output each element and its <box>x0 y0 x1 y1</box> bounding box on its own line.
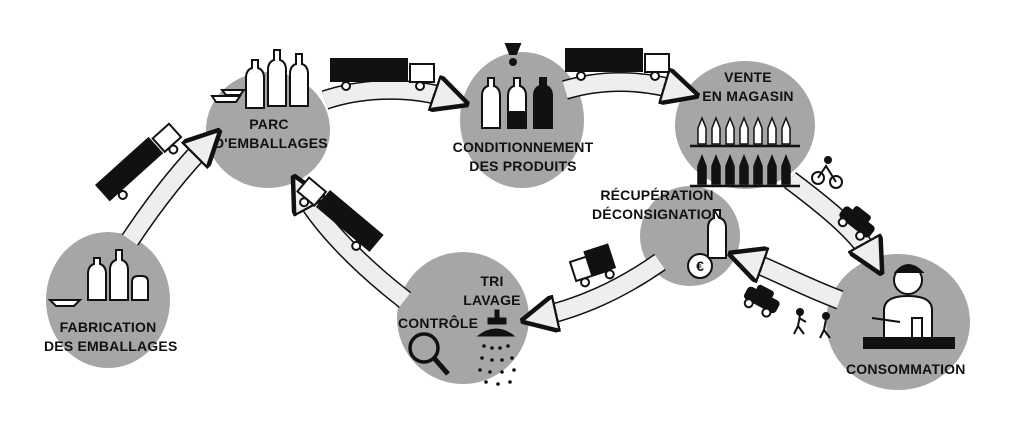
station-tri-blob <box>397 252 529 384</box>
station-tri-label: TRI LAVAGE <box>462 272 522 310</box>
truck-icon <box>565 48 670 81</box>
station-controle-label: CONTRÔLE <box>398 314 479 333</box>
small-truck-icon <box>568 243 617 288</box>
truck-icon <box>296 176 384 252</box>
station-label-line: DÉCONSIGNATION <box>592 206 723 222</box>
arrow-fabrication-to-parc <box>121 140 210 246</box>
arrow-conditionnement-to-vente <box>562 82 685 92</box>
arrow-recuperation-to-tri <box>535 253 666 318</box>
bottles-icon <box>47 249 149 307</box>
station-conditionnement-label: CONDITIONNEMENT DES PRODUITS <box>448 138 598 176</box>
station-consommation-label: CONSOMMATION <box>846 360 966 379</box>
bottles-icon <box>481 43 553 129</box>
station-label-line: TRI <box>480 273 504 289</box>
truck-icon <box>330 58 435 91</box>
station-label-line: FABRICATION <box>59 319 157 335</box>
pedestrian-icon <box>793 308 831 339</box>
car-icon <box>837 206 875 241</box>
station-label-line: EN MAGASIN <box>702 88 794 104</box>
station-label-line: VENTE <box>724 69 772 85</box>
station-label-line: CONTRÔLE <box>398 315 479 331</box>
bottle-icon <box>707 209 727 259</box>
station-fabrication-blob <box>46 232 170 368</box>
station-label-line: PARC <box>249 116 289 132</box>
station-label-line: RÉCUPÉRATION <box>600 187 714 203</box>
arrow-consommation-to-recuperation <box>742 258 844 310</box>
truck-icon <box>95 122 183 202</box>
station-label-line: D'EMBALLAGES <box>214 135 328 151</box>
arrow-parc-to-conditionnement <box>321 90 455 100</box>
euro-coin-icon: € <box>687 253 713 279</box>
station-fabrication-label: FABRICATION DES EMBALLAGES <box>44 318 178 356</box>
cyclist-icon <box>811 156 843 189</box>
station-vente-label: VENTE EN MAGASIN <box>698 68 798 106</box>
bottles-icon <box>210 49 309 109</box>
station-label-line: DES PRODUITS <box>469 158 577 174</box>
shower-icon <box>476 309 516 386</box>
station-label-line: LAVAGE <box>463 292 521 308</box>
station-parc-label: PARC D'EMBALLAGES <box>214 115 328 153</box>
euro-symbol: € <box>696 258 704 274</box>
magnifier-icon <box>408 332 450 376</box>
station-label-line: CONDITIONNEMENT <box>452 139 594 155</box>
person-drinking-icon <box>863 264 955 349</box>
car-icon <box>743 284 780 318</box>
station-label-line: DES EMBALLAGES <box>44 338 178 354</box>
shelves-icon <box>690 115 800 188</box>
station-recuperation-label: RÉCUPÉRATION DÉCONSIGNATION <box>592 186 722 224</box>
station-label-line: CONSOMMATION <box>846 361 966 377</box>
